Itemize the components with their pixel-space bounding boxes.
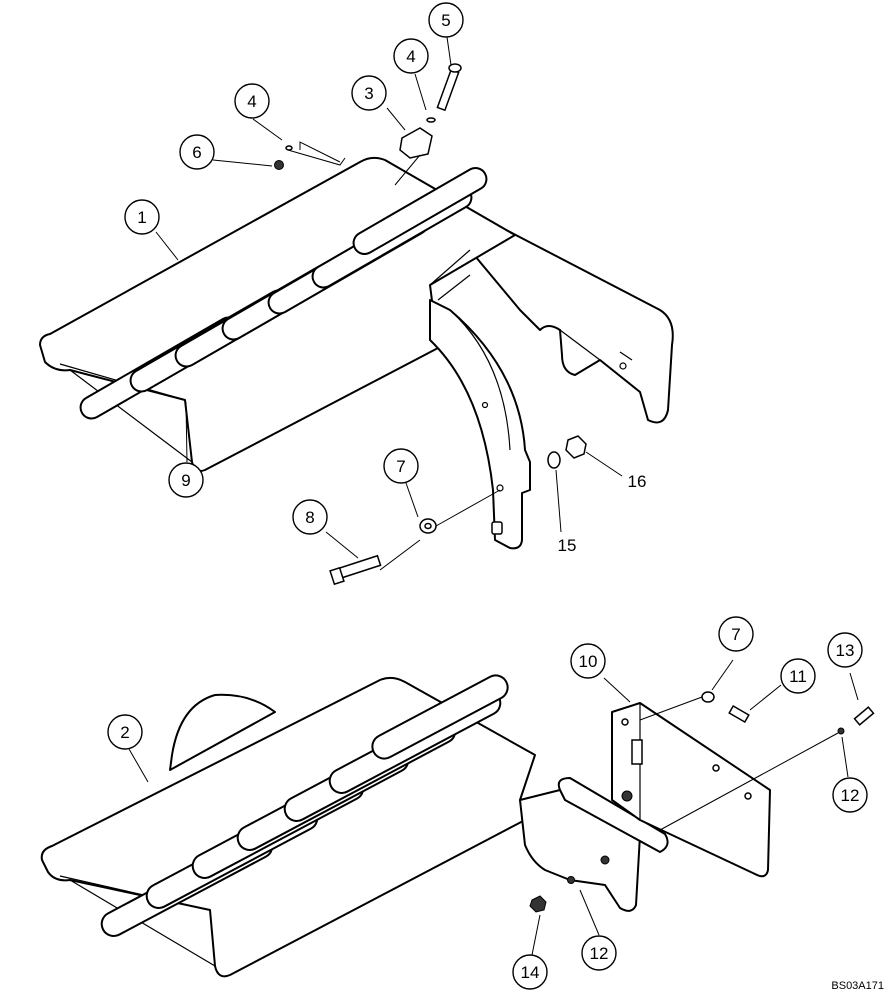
side-arm-upper xyxy=(429,299,531,550)
leader-lines xyxy=(128,36,859,956)
callout-6: 6 xyxy=(179,134,215,170)
bolt-part-11 xyxy=(728,705,750,723)
callout-1: 1 xyxy=(124,199,160,235)
bolt-part-8 xyxy=(336,554,382,580)
spacer-part-3 xyxy=(399,127,433,159)
svg-text:4: 4 xyxy=(247,92,256,111)
svg-text:6: 6 xyxy=(192,143,201,162)
callout-12-bottom: 12 xyxy=(581,935,617,971)
callout-14: 14 xyxy=(512,954,548,990)
mount-plate-part-10 xyxy=(611,702,771,878)
callout-9: 9 xyxy=(168,462,204,498)
svg-text:15: 15 xyxy=(558,536,577,555)
nut-part-16 xyxy=(565,435,587,459)
washer-part-15 xyxy=(547,451,561,469)
bolt-part-5 xyxy=(436,68,460,112)
svg-text:13: 13 xyxy=(836,641,855,660)
svg-text:14: 14 xyxy=(521,963,540,982)
washer-part-12-right xyxy=(837,727,845,735)
callout-7-upper: 7 xyxy=(383,448,419,484)
fender-lower xyxy=(169,693,276,771)
svg-text:1: 1 xyxy=(137,208,146,227)
tread-slots-upper xyxy=(79,167,488,420)
callout-4-right: 4 xyxy=(393,38,429,74)
svg-text:12: 12 xyxy=(841,786,860,805)
callout-11: 11 xyxy=(780,658,816,694)
tread-slots-lower xyxy=(100,674,509,937)
svg-text:9: 9 xyxy=(181,471,190,490)
svg-text:4: 4 xyxy=(406,47,415,66)
callout-3: 3 xyxy=(351,75,387,111)
svg-text:3: 3 xyxy=(364,84,373,103)
bolt-part-13 xyxy=(853,706,875,726)
svg-text:5: 5 xyxy=(441,11,450,30)
callout-12-right: 12 xyxy=(832,777,868,813)
callout-2: 2 xyxy=(107,714,143,750)
callout-5: 5 xyxy=(428,2,464,38)
svg-text:10: 10 xyxy=(579,652,598,671)
callout-10: 10 xyxy=(570,643,606,679)
svg-text:7: 7 xyxy=(731,625,740,644)
washer-part-7-lower xyxy=(701,691,715,703)
callout-8: 8 xyxy=(292,499,328,535)
svg-text:8: 8 xyxy=(305,508,314,527)
svg-text:7: 7 xyxy=(396,457,405,476)
support-rod xyxy=(557,777,669,853)
label-16: 16 xyxy=(628,472,647,491)
step-assembly-lower xyxy=(40,674,875,978)
nut-part-6 xyxy=(274,160,284,170)
callout-13: 13 xyxy=(827,632,863,668)
step-assembly-upper xyxy=(39,63,674,586)
callout-7-lower: 7 xyxy=(718,616,754,652)
drawing-reference-code: BS03A171 xyxy=(831,980,884,992)
callout-4-left: 4 xyxy=(234,83,270,119)
label-15: 15 xyxy=(558,536,577,555)
washer-part-12-bottom xyxy=(567,876,575,884)
svg-text:16: 16 xyxy=(628,472,647,491)
svg-text:2: 2 xyxy=(120,723,129,742)
nut-part-14 xyxy=(529,895,547,913)
svg-text:11: 11 xyxy=(789,667,807,686)
svg-text:12: 12 xyxy=(590,944,609,963)
mounting-plate-upper xyxy=(469,231,674,424)
